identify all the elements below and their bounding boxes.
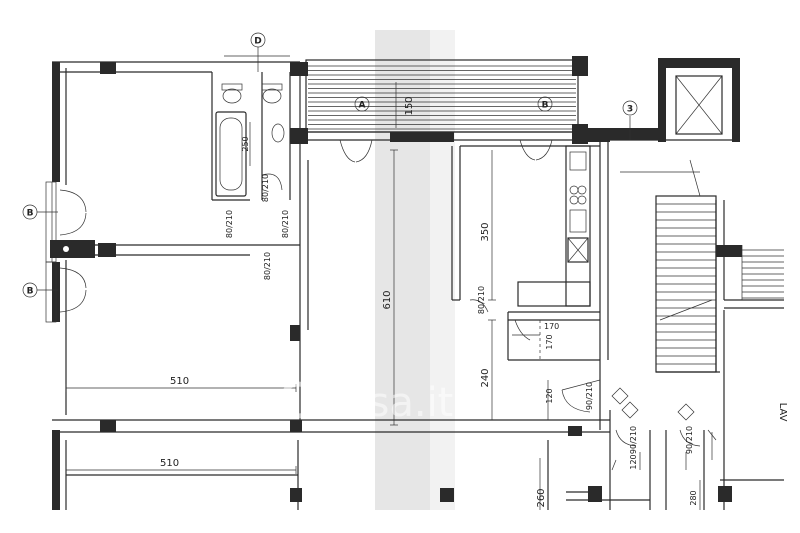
dim-closet-b: 170 <box>545 334 554 349</box>
svg-text:B: B <box>542 101 549 111</box>
stair-core <box>566 58 784 510</box>
dim-stair-length: 260 <box>536 488 547 507</box>
dim-room-width-upper: 510 <box>170 376 189 387</box>
dim-bath-width: 250 <box>241 136 250 151</box>
door-code-lift-b: 90/210 <box>685 426 694 454</box>
tag-side-b2: B <box>22 282 58 298</box>
tag-side-b1: B <box>22 204 58 220</box>
door-code-bedroom: 80/210 <box>225 210 234 238</box>
dim-closet-a: 170 <box>544 322 559 331</box>
door-code-bath-a: 80/210 <box>261 174 270 202</box>
dim-hall-length: 240 <box>480 368 491 387</box>
door-code-entry: 90/210 <box>585 382 594 410</box>
scan-shadow <box>375 30 430 510</box>
wall-pier <box>290 62 308 76</box>
svg-text:casa.it: casa.it <box>322 380 453 426</box>
door-code-bath-b: 80/210 <box>281 210 290 238</box>
door-code-kitchen: 80/210 <box>477 286 486 314</box>
svg-text:A: A <box>359 101 366 111</box>
door-code-closet: 80/210 <box>263 252 272 280</box>
tag-window-b: B <box>537 96 553 112</box>
tag-door-d: D <box>224 32 290 72</box>
tag-stair-number: 3 <box>622 100 638 116</box>
dim-room-width-lower: 510 <box>160 458 179 469</box>
dim-kitchen-length: 350 <box>480 222 491 241</box>
right-edge-text: LAV <box>777 403 788 422</box>
bathroom <box>211 72 291 201</box>
dim-terrace-width: 150 <box>404 96 415 115</box>
svg-text:B: B <box>27 209 34 219</box>
watermark: casa.it <box>279 380 453 426</box>
dim-living-length: 610 <box>382 290 393 309</box>
door-code-lift-a: 90/210 <box>629 426 638 454</box>
wall-pier <box>290 128 308 144</box>
dim-right-length: 280 <box>689 490 698 505</box>
tag-window-a: A <box>354 96 370 112</box>
svg-text:D: D <box>254 37 261 47</box>
terrace <box>305 56 588 163</box>
svg-text:B: B <box>27 287 34 297</box>
scan-shadow-light <box>430 30 455 510</box>
svg-text:3: 3 <box>627 105 633 115</box>
left-windows <box>45 181 95 323</box>
dimension-lines <box>65 82 701 510</box>
hall-closets <box>469 299 601 436</box>
dim-door-small: 120 <box>545 388 554 403</box>
dim-door-hall: 120 <box>629 454 638 469</box>
